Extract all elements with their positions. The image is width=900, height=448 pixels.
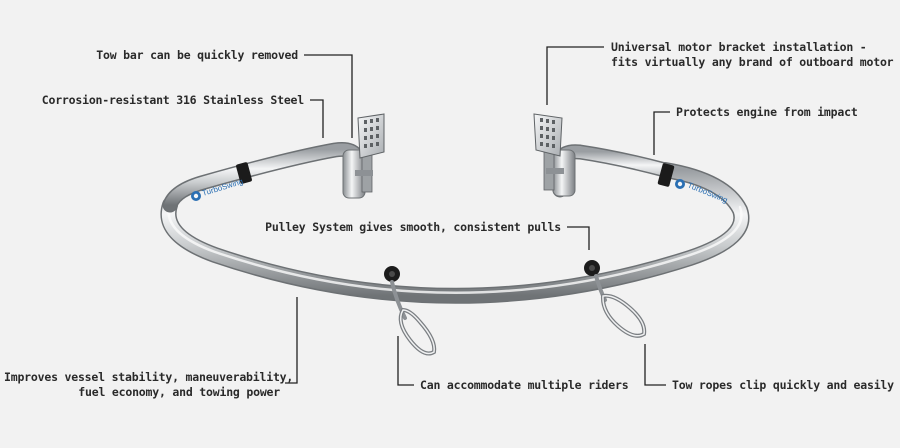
callout-stainless-text: Corrosion-resistant 316 Stainless Steel xyxy=(41,93,304,107)
callout-tow-ropes: Tow ropes clip quickly and easily xyxy=(672,378,894,393)
right-tow-clip[interactable] xyxy=(594,274,647,338)
leader-stability xyxy=(285,297,298,384)
callout-tow-bar: Tow bar can be quickly removed xyxy=(96,48,298,63)
right-motor-bracket xyxy=(533,113,564,174)
leader-protects xyxy=(653,111,670,155)
callout-tow-bar-text: Tow bar can be quickly removed xyxy=(96,48,298,62)
right-arm-tube xyxy=(552,144,673,198)
callout-motor-bracket-line1: Universal motor bracket installation - xyxy=(611,40,867,54)
leader-riders xyxy=(397,336,414,386)
main-tube xyxy=(160,162,750,304)
left-clamp xyxy=(236,162,252,184)
right-pulley xyxy=(584,260,600,276)
callout-stability-line2: fuel economy, and towing power xyxy=(78,385,280,399)
callout-pulley-text: Pulley System gives smooth, consistent p… xyxy=(265,220,561,234)
callout-tow-ropes-text: Tow ropes clip quickly and easily xyxy=(672,378,894,392)
leader-stainless xyxy=(310,99,324,138)
callout-stability-line1: Improves vessel stability, maneuverabili… xyxy=(4,370,294,384)
left-tow-clip[interactable] xyxy=(390,280,437,356)
callout-protects: Protects engine from impact xyxy=(676,105,858,120)
leader-lines xyxy=(285,46,670,386)
callout-riders-text: Can accommodate multiple riders xyxy=(420,378,629,392)
callout-motor-bracket: Universal motor bracket installation - f… xyxy=(611,40,894,70)
left-pulley xyxy=(384,266,400,282)
leader-motor-bracket xyxy=(546,46,604,105)
callout-pulley: Pulley System gives smooth, consistent p… xyxy=(250,220,561,235)
right-clamp xyxy=(657,163,675,187)
callout-stainless: Corrosion-resistant 316 Stainless Steel xyxy=(34,93,304,108)
leader-pulley xyxy=(567,226,590,250)
callout-motor-bracket-line2: fits virtually any brand of outboard mot… xyxy=(611,55,894,69)
callout-riders: Can accommodate multiple riders xyxy=(420,378,629,393)
leader-tow-bar xyxy=(304,54,353,138)
callout-stability: Improves vessel stability, maneuverabili… xyxy=(4,370,294,400)
leader-tow-ropes xyxy=(644,344,666,386)
left-motor-bracket xyxy=(355,113,385,176)
callout-protects-text: Protects engine from impact xyxy=(676,105,858,119)
